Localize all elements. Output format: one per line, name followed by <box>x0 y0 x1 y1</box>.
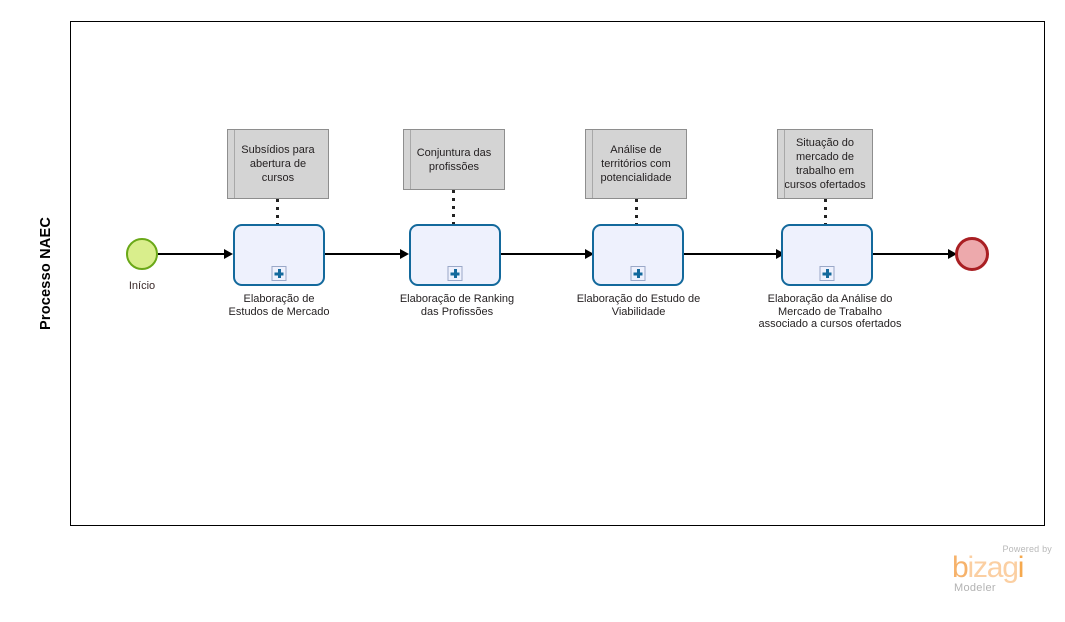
start-event-label: Início <box>128 280 156 292</box>
lane-title: Processo NAEC <box>38 217 54 330</box>
task-label-2: Elaboração de Ranking das Profissões <box>399 293 515 318</box>
process-pool <box>21 21 1045 526</box>
flow-task1-to-task2 <box>325 253 403 255</box>
flow-arrow-task1 <box>224 249 233 259</box>
task-elaboracao-ranking-profissoes[interactable] <box>409 224 501 286</box>
task-elaboracao-estudos-mercado[interactable] <box>233 224 325 286</box>
start-event[interactable] <box>126 238 158 270</box>
flow-arrow-task2 <box>400 249 409 259</box>
modeler-label: Modeler <box>954 582 996 594</box>
subprocess-plus-icon <box>271 266 287 281</box>
task-elaboracao-analise-mercado-trabalho[interactable] <box>781 224 873 286</box>
powered-by-label: Powered by <box>1002 544 1052 554</box>
flow-arrow-end <box>948 249 957 259</box>
association-annot4 <box>824 199 827 227</box>
task-label-3: Elaboração do Estudo de Viabilidade <box>576 293 701 318</box>
end-event[interactable] <box>955 237 989 271</box>
bizagi-wordmark: bizagi <box>952 551 1025 584</box>
bizagi-wordmark-iza: iza <box>967 551 1004 584</box>
flow-arrow-task4 <box>776 249 785 259</box>
bizagi-logo: Powered by bizagi Modeler <box>946 544 1054 596</box>
subprocess-plus-icon <box>447 266 463 281</box>
task-elaboracao-estudo-viabilidade[interactable] <box>592 224 684 286</box>
association-annot2 <box>452 190 455 227</box>
annotation-analise-territorios[interactable]: Análise de territórios com potencialidad… <box>585 129 687 199</box>
annotation-conjuntura-profissoes[interactable]: Conjuntura das profissões <box>403 129 505 190</box>
lane-header: Processo NAEC <box>21 21 71 526</box>
flow-task3-to-task4 <box>683 253 781 255</box>
bizagi-wordmark-g: g <box>1002 551 1019 584</box>
annotation-situacao-mercado-trabalho[interactable]: Situação do mercado de trabalho em curso… <box>777 129 873 199</box>
bizagi-wordmark-b: b <box>952 551 969 584</box>
task-label-1: Elaboração de Estudos de Mercado <box>228 293 330 318</box>
subprocess-plus-icon <box>819 266 835 281</box>
association-annot3 <box>635 199 638 227</box>
flow-task2-to-task3 <box>500 253 590 255</box>
annotation-subsidios-abertura-cursos[interactable]: Subsídios para abertura de cursos <box>227 129 329 199</box>
bizagi-wordmark-i: i <box>1017 551 1025 584</box>
association-annot1 <box>276 199 279 227</box>
flow-task4-to-end <box>870 253 958 255</box>
task-label-4: Elaboração da Análise do Mercado de Trab… <box>758 293 902 330</box>
subprocess-plus-icon <box>630 266 646 281</box>
flow-arrow-task3 <box>585 249 594 259</box>
flow-start-to-task1 <box>158 253 226 255</box>
